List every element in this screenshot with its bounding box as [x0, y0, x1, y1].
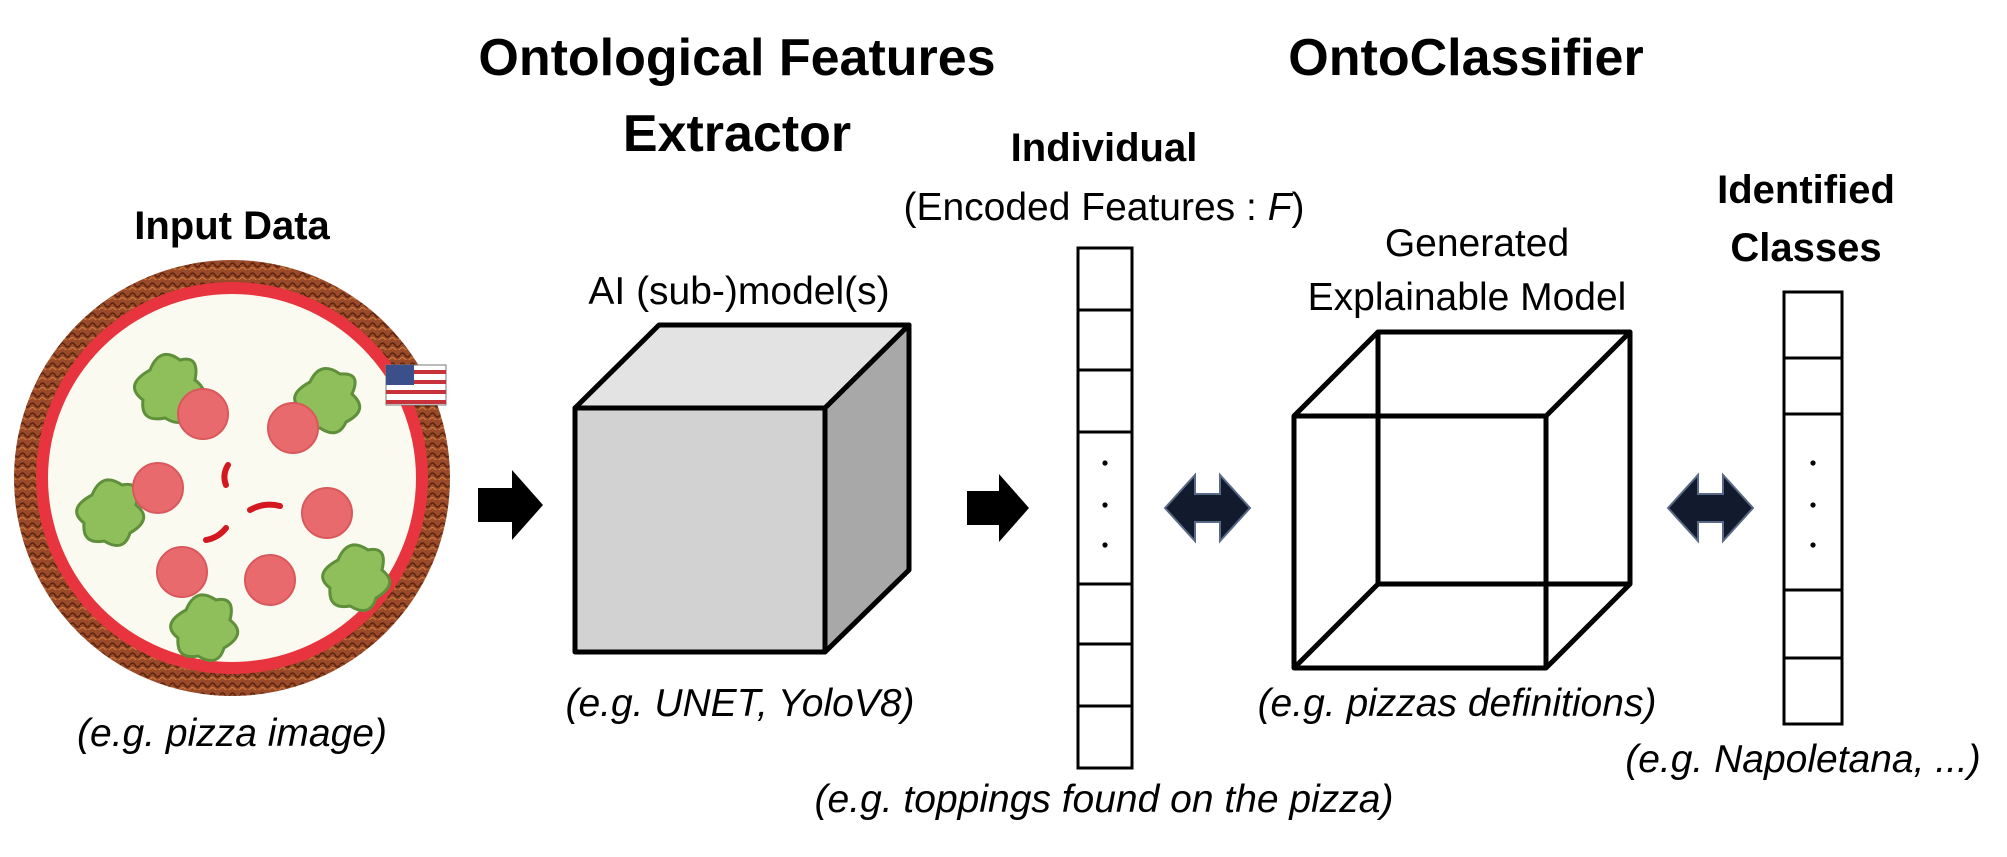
arrow-right-icon: [478, 470, 543, 540]
encoded-var: F: [1267, 186, 1292, 229]
extractor-title-line1: Ontological Features: [478, 29, 996, 87]
input-data-label: Input Data: [134, 204, 330, 248]
encoded-features-label: (Encoded Features : F): [903, 186, 1304, 230]
arrow-right-icon: [967, 474, 1029, 542]
ellipsis-dots: [1102, 460, 1108, 548]
classes-label-line2: Classes: [1730, 226, 1882, 270]
classifier-title: OntoClassifier: [1288, 29, 1644, 87]
flag-icon: [385, 364, 447, 406]
encoded-prefix: (Encoded Features :: [903, 186, 1268, 229]
extractor-cube: [572, 322, 912, 655]
classes-caption: (e.g. Napoletana, ...): [1625, 738, 1981, 781]
double-arrow-icon: [1666, 472, 1755, 544]
explainable-model-cube: [1291, 329, 1633, 671]
classes-label-line1: Identified: [1717, 168, 1895, 212]
model-caption: (e.g. pizzas definitions): [1257, 682, 1657, 725]
ellipsis-dots: [1810, 460, 1816, 548]
encoded-suffix: ): [1291, 186, 1305, 229]
extractor-title-line2: Extractor: [622, 105, 852, 163]
pizza-image: [14, 260, 450, 696]
extractor-caption: (e.g. UNET, YoloV8): [565, 682, 915, 725]
input-caption: (e.g. pizza image): [77, 712, 387, 755]
classes-vector: [1782, 290, 1844, 726]
individual-caption: (e.g. toppings found on the pizza): [814, 778, 1394, 821]
model-label-line1: Generated: [1384, 222, 1570, 265]
model-label-line2: Explainable Model: [1307, 276, 1627, 319]
double-arrow-icon: [1163, 472, 1252, 544]
extractor-box-label: AI (sub-)model(s): [588, 270, 890, 313]
individual-label: Individual: [1010, 126, 1198, 170]
individual-vector: [1076, 246, 1134, 770]
